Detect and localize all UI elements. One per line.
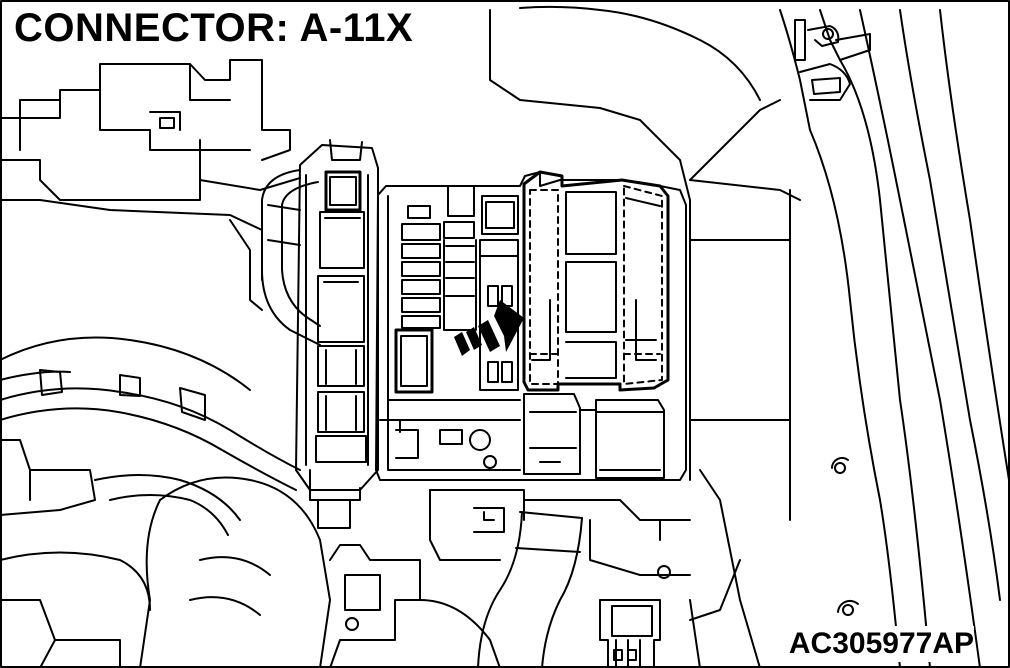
lower-relays bbox=[523, 393, 665, 479]
center-hose bbox=[477, 511, 583, 668]
dashed-arrow-icon bbox=[454, 300, 524, 356]
right-body-panel bbox=[489, 5, 801, 668]
lower-center-bracket bbox=[329, 544, 501, 668]
connector-title: CONNECTOR: A-11X bbox=[14, 4, 422, 52]
lower-fuse-box-bracket bbox=[429, 489, 691, 579]
figure-code: AC305977AP bbox=[782, 626, 974, 662]
right-rail bbox=[779, 9, 1010, 668]
lower-right-plug bbox=[599, 599, 661, 668]
lower-left-reservoir bbox=[0, 476, 331, 668]
upper-left-bracket bbox=[0, 59, 301, 201]
relay-strip bbox=[295, 139, 379, 529]
coolant-hose bbox=[261, 169, 321, 346]
left-fender bbox=[0, 199, 263, 391]
wiring-harness bbox=[0, 369, 301, 536]
highlighted-relay bbox=[394, 328, 434, 394]
connector-a-11x bbox=[522, 170, 670, 392]
